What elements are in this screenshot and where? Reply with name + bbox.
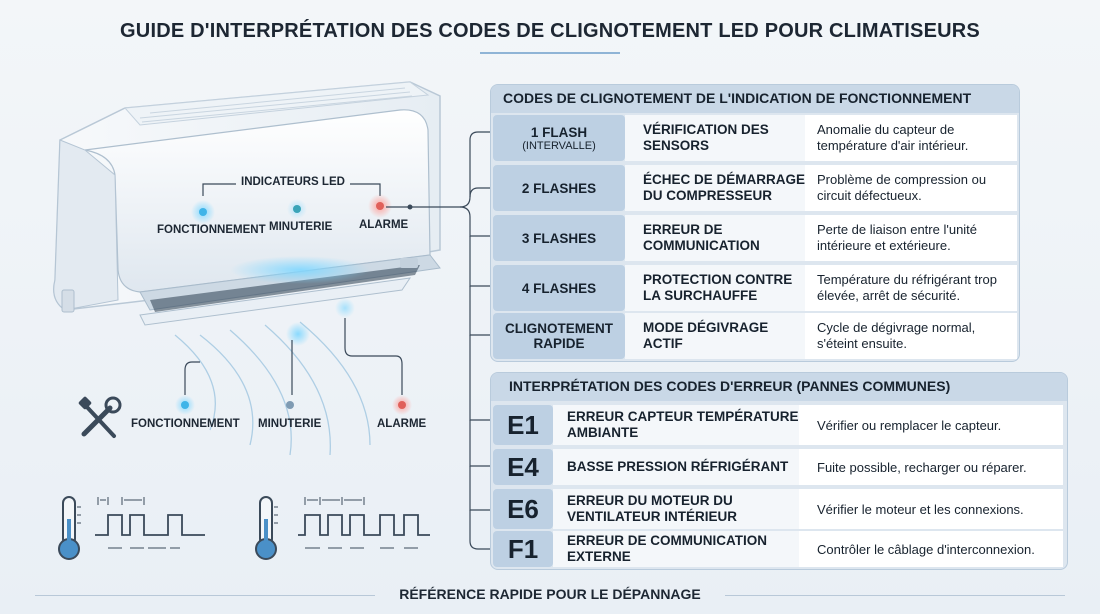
wrench-screwdriver-icon — [78, 396, 122, 438]
error-codes-panel: INTERPRÉTATION DES CODES D'ERREUR (PANNE… — [490, 372, 1068, 570]
led-alarme-label: ALARME — [359, 219, 409, 231]
thermometer-icon — [58, 496, 81, 560]
error-row: E6 ERREUR DU MOTEUR DU VENTILATEUR INTÉR… — [491, 489, 1067, 529]
blink-code: 1 FLASH (INTERVALLE) — [493, 115, 625, 161]
blink-title: PROTECTION CONTRE LA SURCHAUFFE — [625, 265, 805, 311]
lower-fonctionnement-label: FONCTIONNEMENT — [131, 418, 240, 430]
error-code: E1 — [493, 405, 553, 445]
blink-row: CLIGNOTEMENT RAPIDE MODE DÉGIVRAGE ACTIF… — [491, 313, 1019, 359]
page-title: GUIDE D'INTERPRÉTATION DES CODES DE CLIG… — [120, 20, 980, 42]
blink-code: 2 FLASHES — [493, 165, 625, 211]
led-indicators-label: INDICATEURS LED — [241, 176, 345, 188]
lower-led-alarme — [398, 401, 406, 409]
error-title: ERREUR DE COMMUNICATION EXTERNE — [553, 531, 799, 567]
pulse-waveform-icon — [95, 497, 205, 549]
title-underline — [480, 52, 620, 54]
blink-codes-heading: CODES DE CLIGNOTEMENT DE L'INDICATION DE… — [491, 85, 1019, 113]
error-desc: Vérifier ou remplacer le capteur. — [799, 405, 1063, 445]
blink-title: MODE DÉGIVRAGE ACTIF — [625, 313, 805, 359]
ac-unit — [53, 81, 441, 326]
error-desc: Contrôler le câblage d'interconnexion. — [799, 531, 1063, 567]
lower-minuterie-label: MINUTERIE — [258, 418, 322, 430]
blink-title: ÉCHEC DE DÉMARRAGE DU COMPRESSEUR — [625, 165, 805, 211]
blink-codes-panel: CODES DE CLIGNOTEMENT DE L'INDICATION DE… — [490, 84, 1020, 362]
blink-code: 4 FLASHES — [493, 265, 625, 311]
led-fonctionnement — [199, 208, 207, 216]
blink-code: 3 FLASHES — [493, 215, 625, 261]
led-alarme — [376, 202, 384, 210]
error-desc: Fuite possible, recharger ou réparer. — [799, 449, 1063, 485]
error-title: ERREUR CAPTEUR TEMPÉRATURE AMBIANTE — [553, 405, 799, 445]
footer-rule-right — [725, 595, 1065, 596]
error-code: E6 — [493, 489, 553, 529]
airflow-lines — [174, 321, 371, 456]
led-minuterie — [293, 205, 301, 213]
error-codes-heading: INTERPRÉTATION DES CODES D'ERREUR (PANNE… — [491, 373, 1067, 401]
thermometer-icon — [255, 496, 278, 560]
lower-led-minuterie — [286, 401, 294, 409]
blink-code-sub: (INTERVALLE) — [522, 139, 596, 152]
led-fonctionnement-label: FONCTIONNEMENT — [157, 224, 266, 236]
blink-desc: Problème de compression ou circuit défec… — [805, 165, 1017, 211]
blink-row: 4 FLASHES PROTECTION CONTRE LA SURCHAUFF… — [491, 265, 1019, 311]
blink-row: 1 FLASH (INTERVALLE) VÉRIFICATION DES SE… — [491, 115, 1019, 161]
blink-title: ERREUR DE COMMUNICATION — [625, 215, 805, 261]
blink-title: VÉRIFICATION DES SENSORS — [625, 115, 805, 161]
lower-led-fonctionnement — [181, 401, 189, 409]
pulse-waveform-icon — [298, 497, 430, 549]
error-code: E4 — [493, 449, 553, 485]
error-title: BASSE PRESSION RÉFRIGÉRANT — [553, 449, 799, 485]
error-row: E4 BASSE PRESSION RÉFRIGÉRANT Fuite poss… — [491, 449, 1067, 485]
blink-desc: Perte de liaison entre l'unité intérieur… — [805, 215, 1017, 261]
error-row: F1 ERREUR DE COMMUNICATION EXTERNE Contr… — [491, 531, 1067, 567]
footer-rule-left — [35, 595, 375, 596]
error-title: ERREUR DU MOTEUR DU VENTILATEUR INTÉRIEU… — [553, 489, 799, 529]
blink-desc: Anomalie du capteur de température d'air… — [805, 115, 1017, 161]
blink-desc: Température du réfrigérant trop élevée, … — [805, 265, 1017, 311]
footer-caption: RÉFÉRENCE RAPIDE POUR LE DÉPANNAGE — [399, 586, 701, 602]
blink-desc: Cycle de dégivrage normal, s'éteint ensu… — [805, 313, 1017, 359]
led-minuterie-label: MINUTERIE — [269, 221, 333, 233]
error-code: F1 — [493, 531, 553, 567]
error-desc: Vérifier le moteur et les connexions. — [799, 489, 1063, 529]
blink-code: CLIGNOTEMENT RAPIDE — [493, 313, 625, 359]
blink-row: 3 FLASHES ERREUR DE COMMUNICATION Perte … — [491, 215, 1019, 261]
lower-alarme-label: ALARME — [377, 418, 427, 430]
error-row: E1 ERREUR CAPTEUR TEMPÉRATURE AMBIANTE V… — [491, 405, 1067, 445]
blink-row: 2 FLASHES ÉCHEC DE DÉMARRAGE DU COMPRESS… — [491, 165, 1019, 211]
